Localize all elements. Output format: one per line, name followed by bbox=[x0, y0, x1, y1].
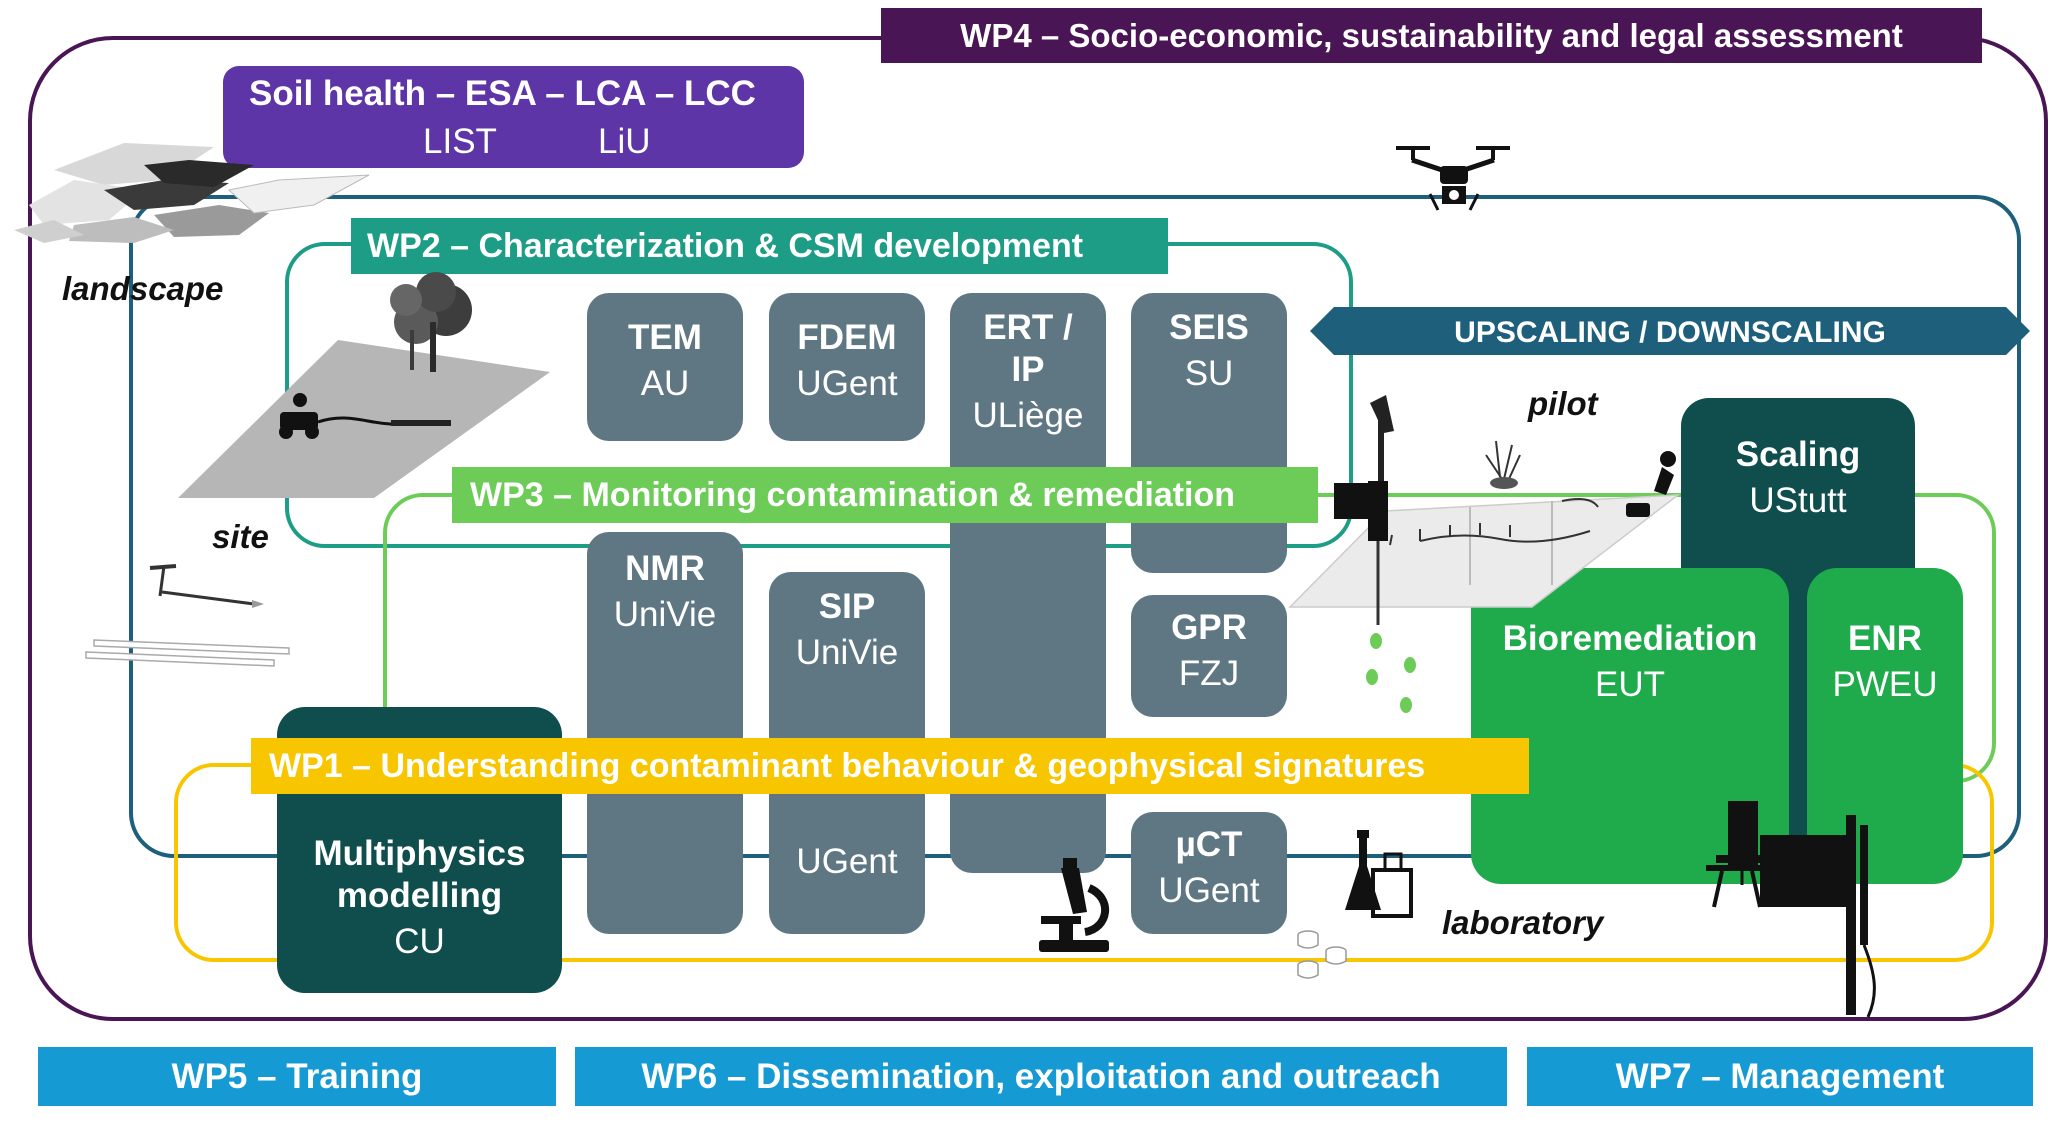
lab-flasks-icon bbox=[1345, 830, 1413, 918]
wp3-banner: WP3 – Monitoring contamination & remedia… bbox=[452, 467, 1318, 523]
wp4-banner: WP4 – Socio-economic, sustainability and… bbox=[881, 8, 1982, 63]
label-landscape: landscape bbox=[62, 270, 224, 307]
wp3-title: WP3 – Monitoring contamination & remedia… bbox=[470, 475, 1236, 514]
probe-cables-icon bbox=[85, 564, 290, 667]
fdem-partner: UGent bbox=[796, 364, 898, 403]
drone-icon bbox=[1396, 146, 1510, 211]
sample-cups-icon bbox=[1297, 930, 1347, 979]
wp7-label: WP7 – Management bbox=[1615, 1056, 1945, 1096]
wp1-title: WP1 – Understanding contaminant behaviou… bbox=[269, 746, 1426, 785]
seis-title: SEIS bbox=[1169, 308, 1249, 347]
nmr-title: NMR bbox=[625, 549, 705, 588]
wp7-bar: WP7 – Management bbox=[1527, 1047, 2033, 1106]
tem-title: TEM bbox=[628, 318, 702, 357]
bioremediation-box: Bioremediation EUT bbox=[1471, 568, 1789, 884]
ert-title-line2: IP bbox=[1011, 350, 1045, 389]
multiphysics-partner: CU bbox=[394, 922, 445, 961]
wp5-label: WP5 – Training bbox=[171, 1056, 423, 1096]
uct-title: µCT bbox=[1175, 825, 1243, 864]
wp6-label: WP6 – Dissemination, exploitation and ou… bbox=[641, 1056, 1441, 1096]
gpr-title: GPR bbox=[1171, 608, 1247, 647]
gpr-partner: FZJ bbox=[1178, 654, 1240, 693]
pilot-plot-icon bbox=[1288, 395, 1681, 713]
label-pilot: pilot bbox=[1528, 385, 1598, 422]
bioremediation-partner: EUT bbox=[1595, 665, 1665, 704]
method-tem: TEM AU bbox=[587, 293, 743, 441]
wp6-bar: WP6 – Dissemination, exploitation and ou… bbox=[575, 1047, 1507, 1106]
wp5-bar: WP5 – Training bbox=[38, 1047, 556, 1106]
enr-title: ENR bbox=[1848, 619, 1922, 658]
method-seis: SEIS SU bbox=[1131, 293, 1287, 573]
lab-setup-icon bbox=[1706, 801, 1876, 1018]
seis-partner: SU bbox=[1184, 354, 1234, 393]
sip-title: SIP bbox=[818, 587, 876, 626]
method-fdem: FDEM UGent bbox=[769, 293, 925, 441]
landscape-map-icon bbox=[14, 143, 370, 243]
ert-partner: ULiège bbox=[972, 396, 1084, 435]
soil-partner-liu: LiU bbox=[598, 122, 651, 161]
soil-health-title: Soil health – ESA – LCA – LCC bbox=[249, 74, 756, 113]
scaling-title: Scaling bbox=[1735, 435, 1861, 474]
upscaling-arrow: UPSCALING / DOWNSCALING bbox=[1310, 307, 2030, 355]
sip-partner-ugent: UGent bbox=[796, 842, 898, 881]
ert-title-line1: ERT / bbox=[983, 308, 1073, 347]
wp2-banner: WP2 – Characterization & CSM development bbox=[351, 218, 1168, 274]
nmr-partner: UniVie bbox=[613, 595, 717, 634]
multiphysics-line2: modelling bbox=[336, 876, 503, 915]
sip-partner: UniVie bbox=[795, 633, 899, 672]
fdem-title: FDEM bbox=[797, 318, 897, 357]
enr-partner: PWEU bbox=[1832, 665, 1938, 704]
uct-partner: UGent bbox=[1158, 871, 1260, 910]
multiphysics-line1: Multiphysics bbox=[313, 834, 526, 873]
label-laboratory: laboratory bbox=[1442, 904, 1604, 941]
label-site: site bbox=[212, 518, 269, 555]
bioremediation-title: Bioremediation bbox=[1502, 619, 1758, 658]
wp1-banner: WP1 – Understanding contaminant behaviou… bbox=[251, 738, 1529, 794]
wp2-title: WP2 – Characterization & CSM development bbox=[367, 226, 1084, 265]
scaling-partner: UStutt bbox=[1749, 481, 1847, 520]
method-uct: µCT UGent bbox=[1131, 812, 1287, 934]
wp4-title: WP4 – Socio-economic, sustainability and… bbox=[960, 16, 1903, 54]
tem-partner: AU bbox=[640, 364, 690, 403]
microscope-icon bbox=[1039, 858, 1110, 952]
method-nmr: NMR UniVie bbox=[587, 532, 743, 934]
method-gpr: GPR FZJ bbox=[1131, 595, 1287, 717]
soil-partner-list: LIST bbox=[423, 122, 497, 161]
site-field-icon bbox=[178, 272, 550, 498]
enr-box: ENR PWEU bbox=[1807, 568, 1963, 884]
upscaling-label: UPSCALING / DOWNSCALING bbox=[1454, 316, 1886, 349]
soil-health-banner: Soil health – ESA – LCA – LCC LIST LiU bbox=[223, 66, 804, 168]
